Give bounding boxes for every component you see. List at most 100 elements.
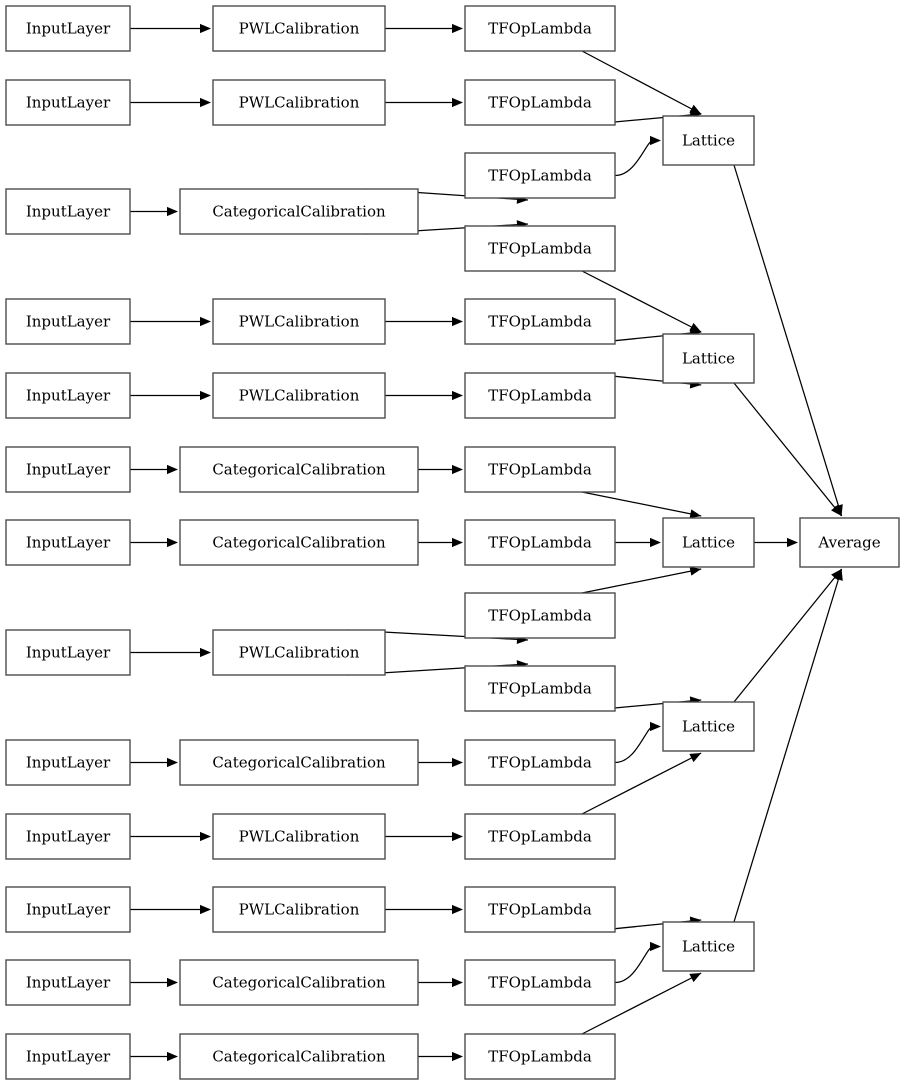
arrow-head-icon [833,569,843,581]
node-categoricalcalibration-cal3[interactable]: CategoricalCalibration [179,188,419,235]
node-box[interactable] [212,886,386,933]
node-inputlayer-in13[interactable]: InputLayer [5,1033,131,1080]
node-box[interactable] [464,739,616,786]
node-lattice-lat4[interactable]: Lattice [662,701,755,752]
node-tfoplambda-op7[interactable]: TFOpLambda [464,446,616,493]
node-box[interactable] [179,446,419,493]
node-box[interactable] [179,739,419,786]
node-tfoplambda-op11[interactable]: TFOpLambda [464,739,616,786]
node-box[interactable] [464,298,616,345]
node-lattice-lat3[interactable]: Lattice [662,517,755,568]
node-box[interactable] [5,813,131,860]
node-pwlcalibration-cal8[interactable]: PWLCalibration [212,629,386,676]
node-lattice-lat1[interactable]: Lattice [662,115,755,166]
node-box[interactable] [179,1033,419,1080]
node-box[interactable] [464,813,616,860]
node-inputlayer-in8[interactable]: InputLayer [5,629,131,676]
node-box[interactable] [212,372,386,419]
node-average-avg[interactable]: Average [799,517,900,568]
node-tfoplambda-op2[interactable]: TFOpLambda [464,79,616,126]
node-box[interactable] [5,188,131,235]
node-box[interactable] [464,152,616,199]
node-inputlayer-in1[interactable]: InputLayer [5,5,131,52]
node-pwlcalibration-cal4[interactable]: PWLCalibration [212,298,386,345]
node-box[interactable] [464,5,616,52]
node-box[interactable] [5,372,131,419]
arrow-head-icon [200,831,211,842]
node-box[interactable] [5,959,131,1006]
node-inputlayer-in6[interactable]: InputLayer [5,446,131,493]
node-tfoplambda-op14[interactable]: TFOpLambda [464,959,616,1006]
node-tfoplambda-op5[interactable]: TFOpLambda [464,298,616,345]
node-inputlayer-in3[interactable]: InputLayer [5,188,131,235]
node-box[interactable] [179,519,419,566]
node-box[interactable] [464,665,616,712]
node-box[interactable] [5,298,131,345]
node-box[interactable] [464,372,616,419]
node-tfoplambda-op13[interactable]: TFOpLambda [464,886,616,933]
node-inputlayer-in2[interactable]: InputLayer [5,79,131,126]
node-box[interactable] [5,739,131,786]
node-box[interactable] [212,5,386,52]
node-box[interactable] [5,629,131,676]
node-box[interactable] [212,79,386,126]
node-box[interactable] [464,79,616,126]
node-inputlayer-in7[interactable]: InputLayer [5,519,131,566]
arrow-head-icon [452,831,463,842]
node-box[interactable] [662,333,755,384]
node-inputlayer-in11[interactable]: InputLayer [5,886,131,933]
node-box[interactable] [464,592,616,639]
node-box[interactable] [799,517,900,568]
node-box[interactable] [212,298,386,345]
node-box[interactable] [5,519,131,566]
node-inputlayer-in10[interactable]: InputLayer [5,813,131,860]
node-lattice-lat2[interactable]: Lattice [662,333,755,384]
arrow-head-icon [167,206,178,217]
node-tfoplambda-op10[interactable]: TFOpLambda [464,665,616,712]
node-box[interactable] [662,115,755,166]
node-box[interactable] [464,519,616,566]
node-tfoplambda-op8[interactable]: TFOpLambda [464,519,616,566]
node-box[interactable] [464,886,616,933]
node-tfoplambda-op9[interactable]: TFOpLambda [464,592,616,639]
node-inputlayer-in9[interactable]: InputLayer [5,739,131,786]
node-box[interactable] [5,5,131,52]
node-box[interactable] [212,629,386,676]
node-box[interactable] [5,1033,131,1080]
node-categoricalcalibration-cal7[interactable]: CategoricalCalibration [179,519,419,566]
node-box[interactable] [179,188,419,235]
edge-pwlcalibration-to-tfoplambda [385,97,463,108]
node-pwlcalibration-cal1[interactable]: PWLCalibration [212,5,386,52]
node-tfoplambda-op12[interactable]: TFOpLambda [464,813,616,860]
node-box[interactable] [212,813,386,860]
node-tfoplambda-op3[interactable]: TFOpLambda [464,152,616,199]
node-tfoplambda-op4[interactable]: TFOpLambda [464,225,616,272]
node-box[interactable] [179,959,419,1006]
node-box[interactable] [464,446,616,493]
node-categoricalcalibration-cal13[interactable]: CategoricalCalibration [179,1033,419,1080]
node-inputlayer-in12[interactable]: InputLayer [5,959,131,1006]
node-pwlcalibration-cal2[interactable]: PWLCalibration [212,79,386,126]
node-inputlayer-in5[interactable]: InputLayer [5,372,131,419]
node-categoricalcalibration-cal12[interactable]: CategoricalCalibration [179,959,419,1006]
node-tfoplambda-op1[interactable]: TFOpLambda [464,5,616,52]
node-box[interactable] [464,959,616,1006]
node-box[interactable] [662,701,755,752]
node-categoricalcalibration-cal6[interactable]: CategoricalCalibration [179,446,419,493]
node-tfoplambda-op15[interactable]: TFOpLambda [464,1033,616,1080]
node-inputlayer-in4[interactable]: InputLayer [5,298,131,345]
node-box[interactable] [464,225,616,272]
arrow-head-icon [689,753,702,763]
node-box[interactable] [5,446,131,493]
node-pwlcalibration-cal5[interactable]: PWLCalibration [212,372,386,419]
node-box[interactable] [5,886,131,933]
node-box[interactable] [464,1033,616,1080]
node-box[interactable] [662,921,755,972]
node-lattice-lat5[interactable]: Lattice [662,921,755,972]
node-pwlcalibration-cal11[interactable]: PWLCalibration [212,886,386,933]
node-box[interactable] [5,79,131,126]
node-pwlcalibration-cal10[interactable]: PWLCalibration [212,813,386,860]
node-categoricalcalibration-cal9[interactable]: CategoricalCalibration [179,739,419,786]
node-box[interactable] [662,517,755,568]
node-tfoplambda-op6[interactable]: TFOpLambda [464,372,616,419]
